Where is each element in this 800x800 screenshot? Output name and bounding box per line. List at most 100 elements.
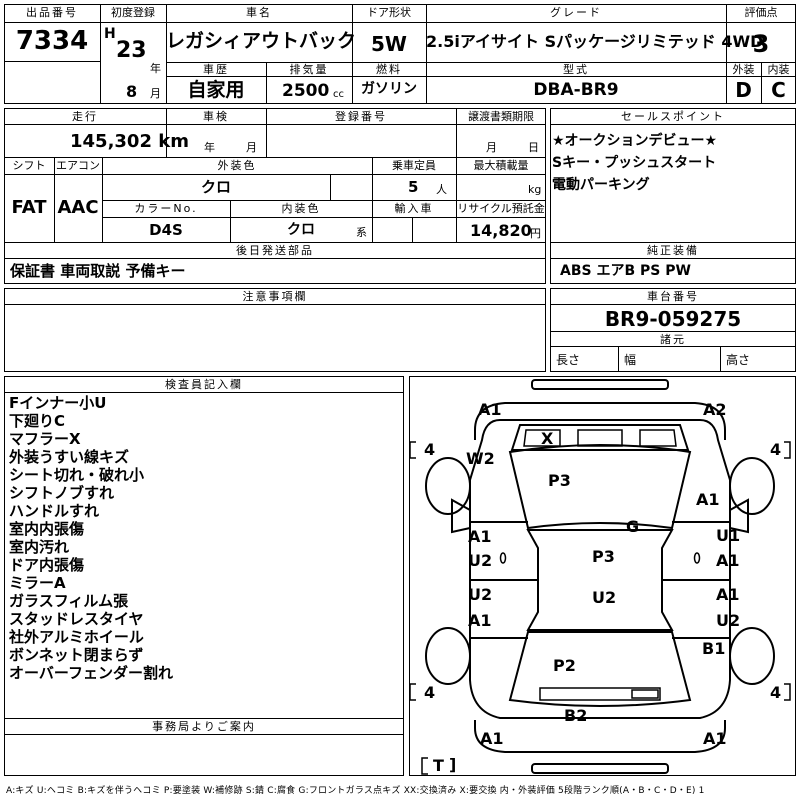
damage-mark: U2 xyxy=(592,588,617,607)
color-no: D4S xyxy=(149,221,183,239)
ext-color: クロ xyxy=(200,178,231,196)
displacement: 2500 xyxy=(282,81,330,101)
model-label: 型式 xyxy=(563,63,589,76)
caution-label: 注意事項欄 xyxy=(242,290,308,303)
sales-point: ★オークションデビュー★ xyxy=(552,133,718,149)
sales-point: 電動パーキング xyxy=(552,177,650,193)
dims-label: 諸元 xyxy=(660,333,686,346)
sales-points: ★オークションデビュー★ Sキー・プッシュスタート 電動パーキング xyxy=(552,130,717,196)
reg-number-label: 登録番号 xyxy=(335,110,387,123)
note-item: シート切れ・破れ小 xyxy=(9,466,145,484)
score-label: 評価点 xyxy=(744,6,778,19)
note-item: 室内汚れ xyxy=(9,538,70,556)
int-color-unit: 系 xyxy=(356,226,367,239)
damage-mark: U1 xyxy=(716,526,741,545)
parts-label: 後日発送部品 xyxy=(236,244,314,257)
note-item: シフトノブすれ xyxy=(9,484,115,502)
lot-label: 出品番号 xyxy=(26,6,78,19)
tire-fl: 4 xyxy=(424,440,436,459)
ext-color-label: 外装色 xyxy=(217,159,257,172)
damage-mark: U2 xyxy=(468,551,493,570)
damage-mark: P3 xyxy=(592,547,615,566)
note-item: 下廻りC xyxy=(9,412,66,430)
capacity-label: 乗車定員 xyxy=(392,159,436,172)
damage-mark: P3 xyxy=(548,471,571,490)
era: H xyxy=(104,26,116,42)
damage-mark: A1 xyxy=(716,551,740,570)
recycle-unit: 円 xyxy=(530,227,541,240)
note-item: ハンドルすれ xyxy=(9,502,100,520)
int-grade-label: 内装 xyxy=(767,63,790,76)
note-item: ミラーA xyxy=(9,574,66,592)
int-color: クロ xyxy=(287,222,315,238)
inspector-notes: Fインナー小U 下廻りC マフラーX 外装うすい線キズ シート切れ・破れ小 シフ… xyxy=(9,394,173,682)
damage-mark: W2 xyxy=(466,449,495,468)
header-frame xyxy=(4,4,796,104)
damage-mark: A1 xyxy=(468,527,492,546)
reg-month: 8 xyxy=(126,82,138,101)
mileage-label: 走行 xyxy=(72,110,98,123)
fuel: ガソリン xyxy=(361,81,417,97)
note-item: ボンネット閉まらず xyxy=(9,646,144,664)
inspection-label: 車検 xyxy=(203,110,229,123)
chassis-number: BR9-059275 xyxy=(604,307,742,331)
year-unit: 年 xyxy=(150,62,161,75)
note-item: ドア内張傷 xyxy=(9,556,85,574)
inspector-frame xyxy=(4,376,404,776)
transfer-month-unit: 月 xyxy=(486,141,497,154)
tire-rl: 4 xyxy=(424,683,436,702)
note-item: ガラスフィルム張 xyxy=(9,592,129,610)
spare-tire: T xyxy=(433,756,444,775)
int-color-label: 内装色 xyxy=(281,202,321,215)
damage-mark: A1 xyxy=(703,729,727,748)
damage-mark: X xyxy=(541,429,554,448)
recycle: 14,820 xyxy=(470,221,532,240)
damage-mark: G xyxy=(626,517,640,536)
door-label: ドア形状 xyxy=(367,6,411,19)
transfer-day-unit: 日 xyxy=(528,141,539,154)
shift: FAT xyxy=(11,197,47,218)
damage-mark: A2 xyxy=(703,400,727,419)
chassis-label: 車台番号 xyxy=(647,290,699,303)
grade: 2.5iアイサイト Sパッケージリミテッド 4WD xyxy=(426,32,764,51)
grade-label: グレード xyxy=(550,6,602,19)
note-item: 社外アルミホイール xyxy=(9,628,144,646)
width-label: 幅 xyxy=(624,353,637,367)
ext-grade: D xyxy=(735,78,752,102)
load-unit: kg xyxy=(528,183,542,196)
damage-mark: A1 xyxy=(468,611,492,630)
damage-mark: U2 xyxy=(716,611,741,630)
note-item: 室内内張傷 xyxy=(9,520,85,538)
office-label: 事務局よりご案内 xyxy=(152,720,256,733)
recycle-label: リサイクル預託金 xyxy=(457,202,545,215)
lot-number: 7334 xyxy=(15,26,89,56)
ac: AAC xyxy=(57,197,99,218)
note-item: マフラーX xyxy=(9,430,81,448)
damage-mark: B1 xyxy=(702,639,726,658)
sales-frame xyxy=(550,108,796,284)
note-item: 外装うすい線キズ xyxy=(9,448,130,466)
note-item: オーバーフェンダー割れ xyxy=(9,664,173,682)
fuel-label: 燃料 xyxy=(376,63,402,76)
sales-point: Sキー・プッシュスタート xyxy=(552,155,717,171)
info-frame xyxy=(4,108,546,284)
displacement-unit: cc xyxy=(333,89,344,100)
equip: ABS エアB PS PW xyxy=(560,263,691,279)
displacement-label: 排気量 xyxy=(289,63,329,76)
ac-label: エアコン xyxy=(56,159,100,172)
tire-fr: 4 xyxy=(770,440,782,459)
tire-rr: 4 xyxy=(770,683,782,702)
month-unit: 月 xyxy=(150,87,161,100)
ext-grade-label: 外装 xyxy=(732,63,755,76)
door-type: 5W xyxy=(371,32,407,56)
capacity-unit: 人 xyxy=(436,183,447,196)
car-name-label: 車名 xyxy=(246,6,272,19)
chassis-frame xyxy=(550,288,796,372)
damage-mark: A1 xyxy=(478,400,502,419)
shift-label: シフト xyxy=(12,159,46,172)
damage-mark: A1 xyxy=(696,490,720,509)
legend: A:キズ U:ヘコミ B:キズを伴うヘコミ P:要塗装 W:補修跡 S:錆 C:… xyxy=(6,786,705,796)
capacity: 5 xyxy=(408,178,419,196)
damage-mark: A1 xyxy=(716,585,740,604)
equip-label: 純正装備 xyxy=(647,244,699,257)
